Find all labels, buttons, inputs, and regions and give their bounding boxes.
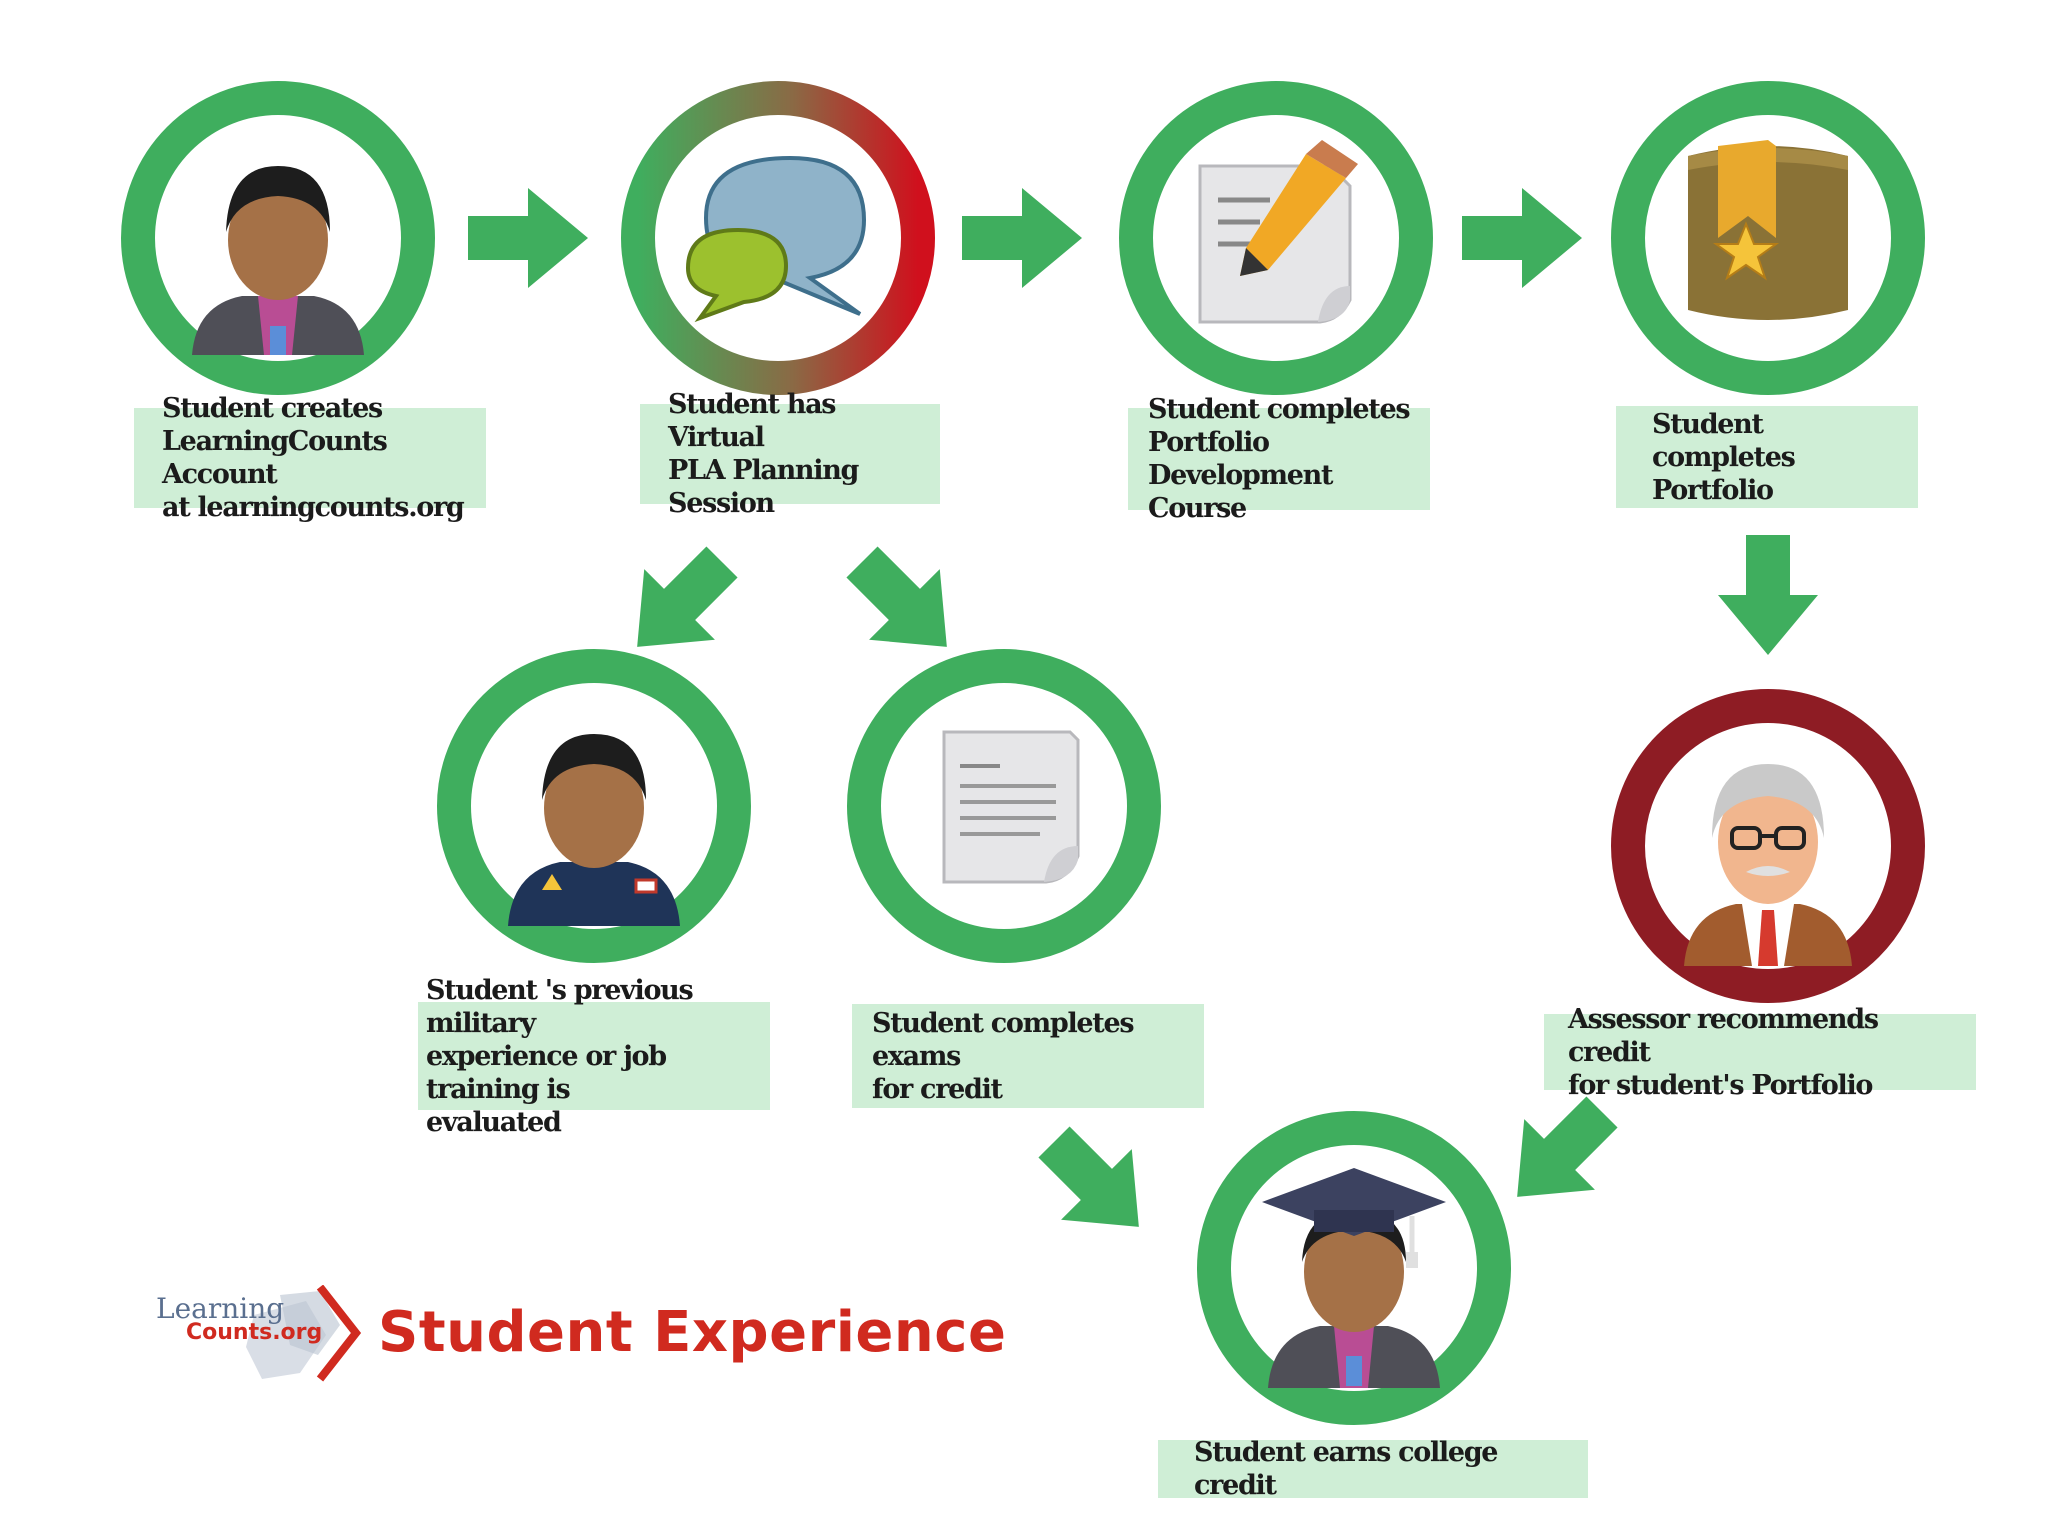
- step-4-text: Student completes Portfolio: [1652, 408, 1796, 506]
- arrow-1-2: [468, 188, 588, 288]
- step-3-text: Student completes Portfolio Development …: [1148, 394, 1411, 524]
- logo-learning: Learning: [156, 1292, 285, 1325]
- military-node: [437, 649, 751, 963]
- logo-counts: Counts.org: [186, 1320, 323, 1345]
- brand-title: Student Experience: [378, 1300, 1007, 1365]
- exams-node: [847, 649, 1161, 963]
- arrow-4-assessor: [1718, 535, 1818, 655]
- military-label: Student 's previous military experience …: [418, 975, 770, 1138]
- credit-text: Student earns college credit: [1194, 1437, 1498, 1501]
- brand-chevron-icon: [316, 1285, 362, 1382]
- arrow-3-4: [1462, 188, 1582, 288]
- assessor-label: Assessor recommends credit for student's…: [1544, 1004, 1976, 1101]
- brand-logo-graphic: [246, 1285, 362, 1382]
- step-3-label: Student completes Portfolio Development …: [1128, 394, 1430, 524]
- graduate-node: [1197, 1111, 1511, 1425]
- step-3-node: [1119, 81, 1433, 395]
- assessor-node: [1611, 689, 1925, 1003]
- military-avatar-icon: [508, 734, 680, 926]
- student-avatar-icon: [192, 166, 364, 355]
- arrow-2-3: [962, 188, 1082, 288]
- step-2-label: Student has Virtual PLA Planning Session: [640, 389, 940, 519]
- step-2-node: [621, 81, 935, 395]
- chat-bubbles-icon: [685, 155, 867, 323]
- credit-label: Student earns college credit: [1158, 1437, 1588, 1501]
- document-icon: [942, 730, 1080, 884]
- military-text: Student 's previous military experience …: [426, 974, 694, 1138]
- document-pencil-icon: [1198, 140, 1358, 324]
- step-4-label: Student completes Portfolio: [1616, 406, 1918, 508]
- step-1-text: Student creates LearningCounts Account a…: [162, 393, 465, 523]
- exams-label: Student completes exams for credit: [852, 1004, 1204, 1108]
- step-1-label: Student creates LearningCounts Account a…: [134, 393, 486, 523]
- exams-text: Student completes exams for credit: [872, 1007, 1135, 1105]
- step-2-text: Student has Virtual PLA Planning Session: [668, 389, 859, 519]
- portfolio-binder-icon: [1688, 140, 1848, 320]
- step-4-node: [1611, 81, 1925, 395]
- arrow-exams-credit: [1018, 1106, 1175, 1263]
- step-1-node: [121, 81, 435, 395]
- graduate-avatar-icon: [1262, 1168, 1446, 1388]
- assessor-avatar-icon: [1684, 764, 1852, 966]
- assessor-text: Assessor recommends credit for student's…: [1568, 1003, 1879, 1101]
